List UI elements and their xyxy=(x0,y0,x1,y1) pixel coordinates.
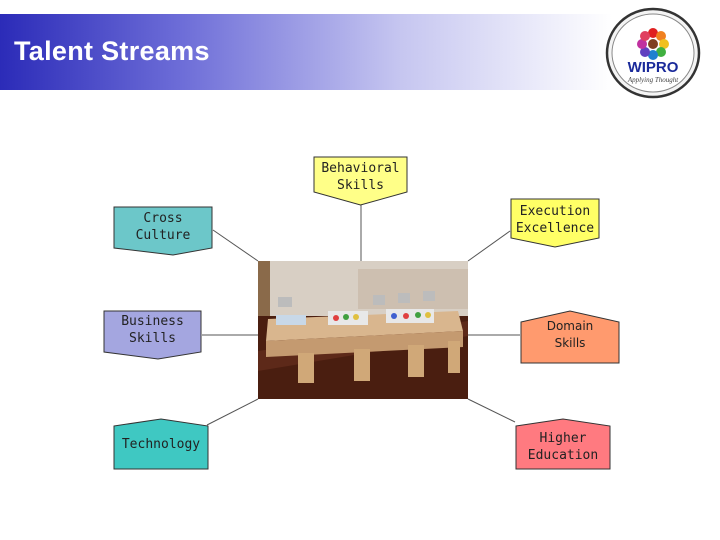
wipro-logo: WIPRO Applying Thought xyxy=(605,7,701,99)
logo-tagline: Applying Thought xyxy=(627,76,679,84)
connector-execution xyxy=(467,230,511,262)
flower-icon xyxy=(637,28,669,60)
callout-shape xyxy=(515,418,611,470)
logo-wordmark: WIPRO xyxy=(628,59,679,76)
callout-shape xyxy=(103,310,202,360)
connector-technology xyxy=(206,398,259,426)
callout-shape xyxy=(520,310,620,364)
title-band xyxy=(0,14,612,90)
connector-cross-culture xyxy=(212,229,259,262)
technology-label: Technology xyxy=(121,437,201,452)
slide-title: Talent Streams xyxy=(14,36,210,66)
callout-shape xyxy=(113,418,209,470)
connector-higher-education xyxy=(467,398,516,423)
callout-shape xyxy=(510,198,600,248)
node-technology: Technology xyxy=(113,418,209,470)
callout-shape xyxy=(313,156,408,206)
training-room-photo xyxy=(258,261,468,399)
callout-shape xyxy=(113,206,213,256)
